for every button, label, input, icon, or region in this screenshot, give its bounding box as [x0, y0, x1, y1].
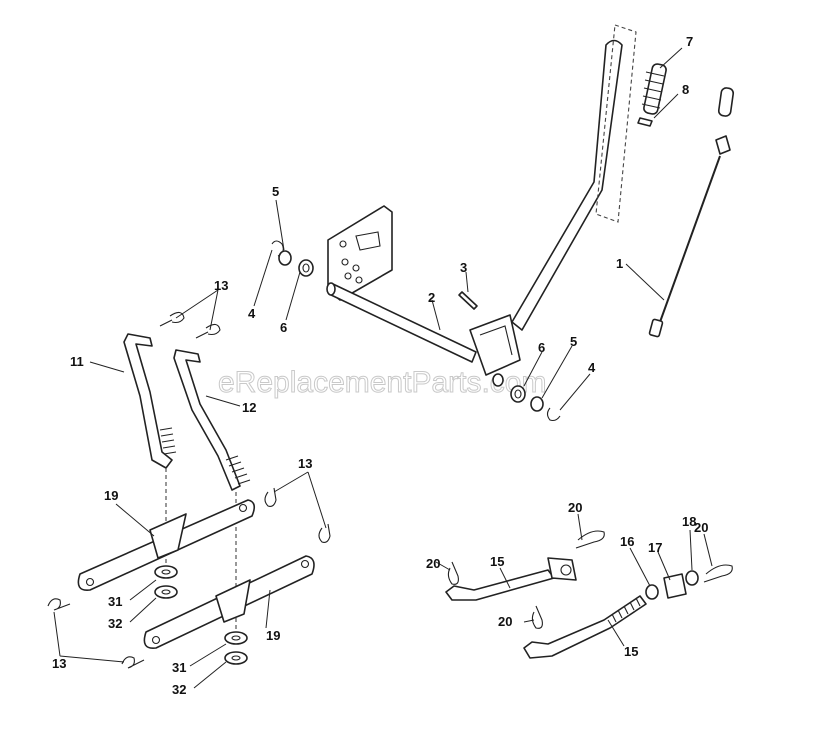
grip-outline: [595, 24, 637, 223]
callout-5-right: 5: [570, 334, 577, 349]
clevis-pins-bottom: [47, 598, 145, 669]
left-bushing-set: [271, 240, 314, 277]
lift-lever: [469, 39, 623, 376]
callout-20-mid: 20: [498, 614, 512, 629]
callout-20-left: 20: [426, 556, 440, 571]
leader-lines: [53, 47, 713, 689]
callout-1: 1: [616, 256, 623, 271]
callout-20-top: 20: [568, 500, 582, 515]
callout-3: 3: [460, 260, 467, 275]
callout-13-mid: 13: [298, 456, 312, 471]
bushing: [685, 570, 699, 586]
callout-2: 2: [428, 290, 435, 305]
nut: [645, 584, 659, 600]
callout-15-lower: 15: [624, 644, 638, 659]
callout-6-left: 6: [280, 320, 287, 335]
swivel-block: [663, 573, 687, 599]
callout-5-left: 5: [272, 184, 279, 199]
lift-link-right: [173, 349, 251, 491]
lift-link-left: [123, 333, 177, 469]
lift-cable: [648, 87, 735, 338]
callout-15-upper: 15: [490, 554, 504, 569]
right-bushing-set: [510, 385, 561, 422]
callout-13-bottom: 13: [52, 656, 66, 671]
callout-32-upper: 32: [108, 616, 122, 631]
callout-8: 8: [682, 82, 689, 97]
lift-arm-lower: [143, 555, 315, 649]
callout-31-upper: 31: [108, 594, 122, 609]
callout-11: 11: [70, 354, 84, 369]
callout-12: 12: [242, 400, 256, 415]
callout-6-right: 6: [538, 340, 545, 355]
callout-4-left: 4: [248, 306, 256, 321]
callout-31-lower: 31: [172, 660, 186, 675]
bushings-right: [224, 631, 248, 665]
rod-lower: [523, 595, 647, 659]
lift-shaft: [326, 282, 504, 387]
clevis-pins-top: [159, 311, 221, 339]
callout-labels: 7 8 1 2 3 5 4 6 6 5 4 13 11 12 13 19 19 …: [52, 34, 708, 697]
callout-19-upper: 19: [104, 488, 118, 503]
callout-7: 7: [686, 34, 693, 49]
spring: [641, 63, 667, 115]
callout-19-lower: 19: [266, 628, 280, 643]
callout-16: 16: [620, 534, 634, 549]
clevis-pins-mid: [264, 487, 331, 543]
callout-18: 18: [682, 514, 696, 529]
lift-arm-upper: [77, 499, 256, 591]
spring-pin: [637, 117, 653, 127]
rod-upper: [445, 557, 577, 601]
callout-32-lower: 32: [172, 682, 186, 697]
callout-17: 17: [648, 540, 662, 555]
callout-4-right: 4: [588, 360, 596, 375]
bushings-left: [154, 565, 178, 599]
callout-20-right: 20: [694, 520, 708, 535]
callout-13-top: 13: [214, 278, 228, 293]
hairpin-clips: [447, 530, 733, 629]
bolt: [458, 291, 478, 310]
